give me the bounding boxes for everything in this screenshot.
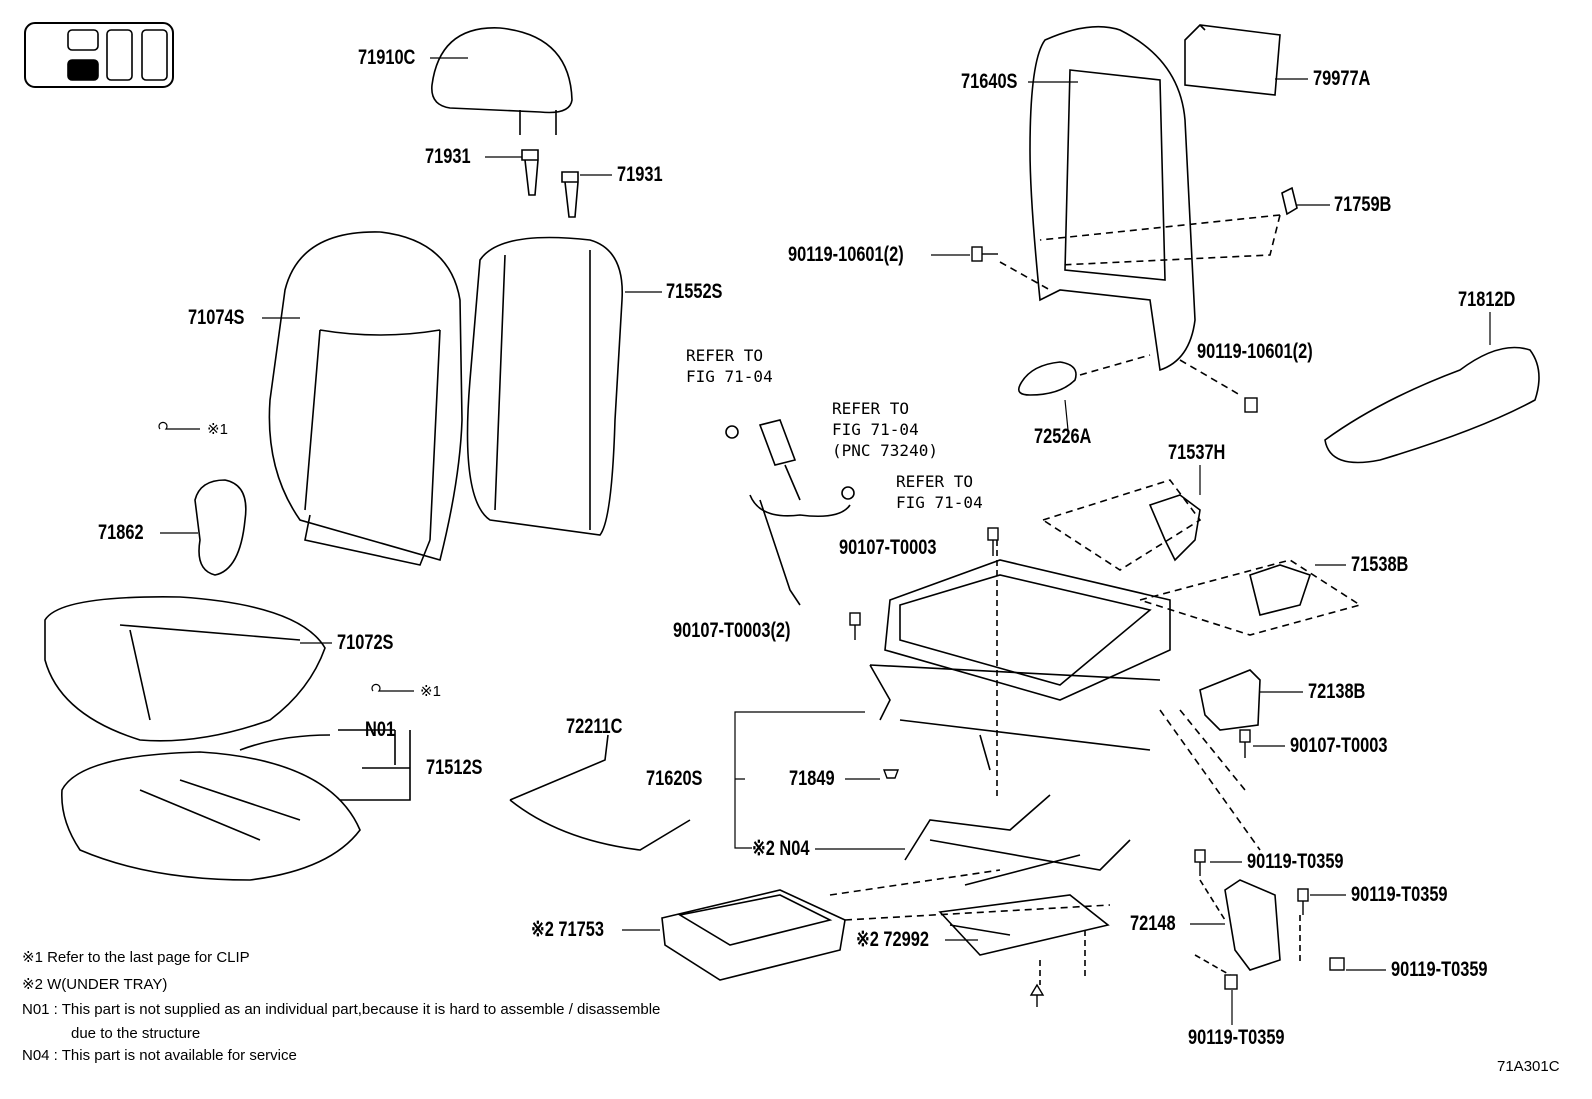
- note-n01-cont: due to the structure: [71, 1025, 201, 1042]
- part-label[interactable]: 90119-T0359: [1188, 1026, 1285, 1049]
- part-label[interactable]: 90107-T0003: [1290, 734, 1388, 757]
- part-label[interactable]: ※2 N04: [752, 837, 810, 860]
- part-label[interactable]: ※2 72992: [856, 928, 929, 951]
- part-label[interactable]: 71759B: [1334, 193, 1392, 216]
- note-under-tray: ※2 W(UNDER TRAY): [22, 976, 168, 993]
- part-label[interactable]: 71538B: [1351, 553, 1409, 576]
- seat-position-icon: [24, 22, 174, 88]
- part-label[interactable]: 71640S: [961, 70, 1018, 93]
- refer-to-fig-label[interactable]: REFER TO FIG 71-04: [686, 346, 773, 386]
- refer-to-fig-label[interactable]: REFER TO FIG 71-04 (PNC 73240): [832, 399, 938, 460]
- part-label[interactable]: 72211C: [566, 715, 623, 738]
- part-label[interactable]: 90119-T0359: [1247, 850, 1344, 873]
- part-label[interactable]: 71812D: [1458, 288, 1516, 311]
- bolts: [849, 246, 1345, 1007]
- clip-ref-mark: ※1: [207, 421, 228, 438]
- figure-code: 71A301C: [1497, 1058, 1560, 1075]
- part-label[interactable]: 71931: [425, 145, 471, 168]
- part-label[interactable]: N01: [365, 718, 396, 741]
- part-label[interactable]: 71512S: [426, 756, 483, 779]
- part-label[interactable]: 90119-T0359: [1391, 958, 1488, 981]
- note-n01: N01 : This part is not supplied as an in…: [22, 1001, 661, 1018]
- part-label[interactable]: 72138B: [1308, 680, 1366, 703]
- part-label[interactable]: 79977A: [1313, 67, 1371, 90]
- part-label[interactable]: 90119-10601(2): [1197, 340, 1313, 363]
- part-label[interactable]: 71072S: [337, 631, 394, 654]
- part-label[interactable]: 90119-10601(2): [788, 243, 904, 266]
- part-label[interactable]: 71849: [789, 767, 835, 790]
- part-label[interactable]: ※2 71753: [531, 918, 604, 941]
- part-label[interactable]: 71862: [98, 521, 144, 544]
- part-label[interactable]: 71931: [617, 163, 663, 186]
- part-label[interactable]: 71552S: [666, 280, 723, 303]
- part-label[interactable]: 71074S: [188, 306, 245, 329]
- clip-ref-mark: ※1: [420, 683, 441, 700]
- note-n04: N04 : This part is not available for ser…: [22, 1047, 297, 1064]
- part-label[interactable]: 90119-T0359: [1351, 883, 1448, 906]
- part-label[interactable]: 90107-T0003(2): [673, 619, 791, 642]
- part-label[interactable]: 72148: [1130, 912, 1176, 935]
- part-label[interactable]: 71620S: [646, 767, 703, 790]
- part-label[interactable]: 71910C: [358, 46, 416, 69]
- part-label[interactable]: 71537H: [1168, 441, 1226, 464]
- refer-to-fig-label[interactable]: REFER TO FIG 71-04: [896, 472, 983, 512]
- part-label[interactable]: 90107-T0003: [839, 536, 937, 559]
- note-clip: ※1 Refer to the last page for CLIP: [22, 949, 250, 966]
- part-label[interactable]: 72526A: [1034, 425, 1092, 448]
